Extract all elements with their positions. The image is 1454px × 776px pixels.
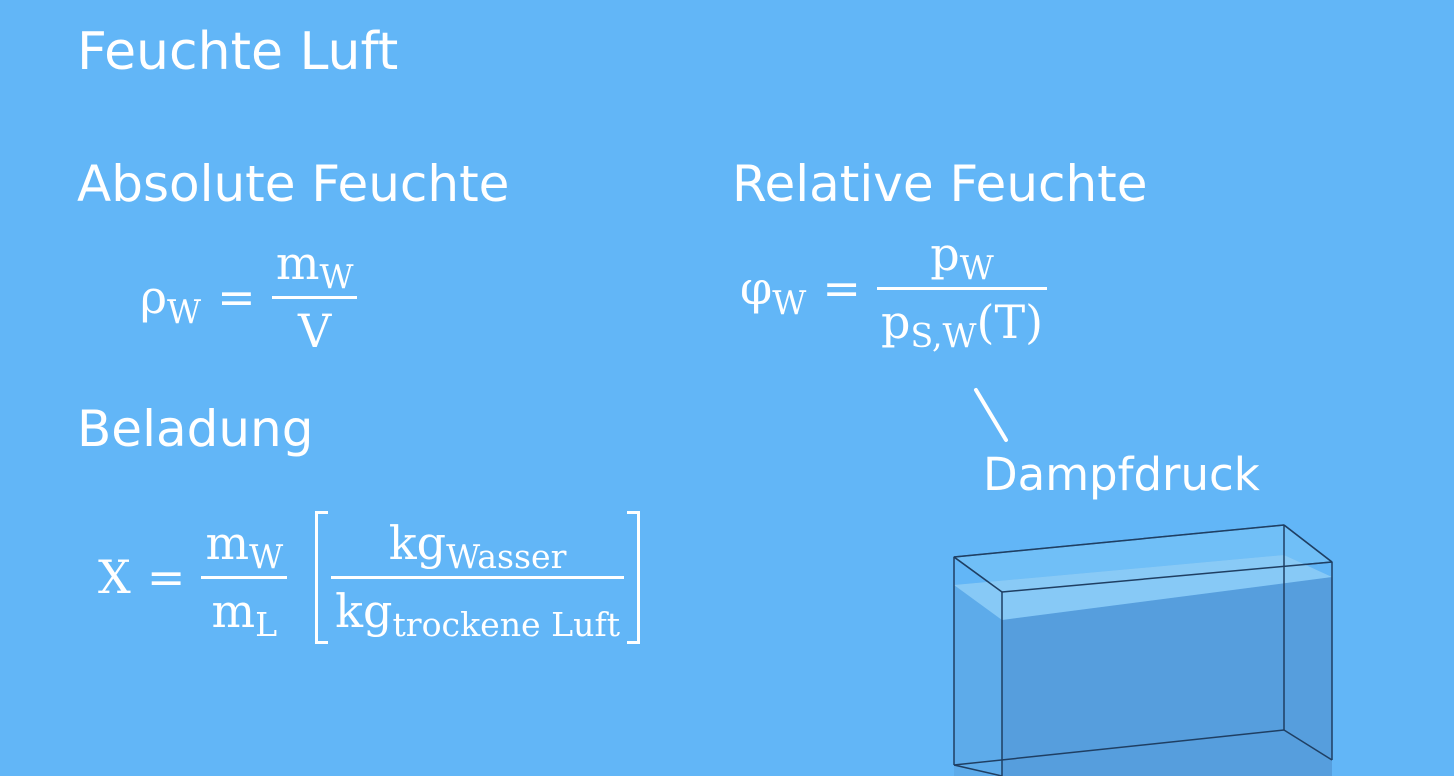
numerator: mW	[205, 516, 284, 577]
fraction: mW V	[271, 236, 358, 358]
relative-humidity-heading: Relative Feuchte	[732, 155, 1148, 213]
denominator: V	[298, 303, 332, 358]
vapor-pressure-annotation: Dampfdruck	[983, 448, 1260, 501]
unit-bracket: kgWasser kgtrockene Luft	[315, 511, 641, 645]
fraction: pW pS,W(T)	[876, 227, 1048, 356]
absolute-humidity-formula: ρW = mW V	[140, 236, 358, 358]
page-title: Feuchte Luft	[77, 22, 399, 82]
fraction-bar	[331, 575, 625, 579]
numerator: mW	[275, 236, 354, 297]
right-bracket	[627, 511, 641, 644]
left-bracket	[315, 511, 329, 644]
fraction-bar	[876, 286, 1048, 290]
unit-numerator: kgWasser	[388, 516, 567, 577]
denominator: mL	[211, 583, 278, 645]
numerator: pW	[930, 227, 994, 288]
equals-sign: =	[822, 261, 861, 316]
water-tank-illustration	[953, 524, 1333, 776]
fraction: mW mL	[201, 516, 288, 645]
phi-symbol: φW	[740, 261, 807, 322]
unit-denominator: kgtrockene Luft	[335, 583, 621, 645]
absolute-humidity-heading: Absolute Feuchte	[77, 155, 510, 213]
equals-sign: =	[146, 550, 186, 605]
denominator: pS,W(T)	[880, 294, 1044, 356]
rho-symbol: ρW	[140, 270, 202, 331]
unit-fraction: kgWasser kgtrockene Luft	[331, 516, 625, 645]
moisture-load-heading: Beladung	[77, 400, 314, 458]
x-symbol: X	[98, 550, 131, 605]
moisture-load-formula: X = mW mL kgWasser kgtrockene Luft	[98, 511, 641, 645]
equals-sign: =	[217, 270, 256, 325]
fraction-bar	[201, 575, 288, 579]
relative-humidity-formula: φW = pW pS,W(T)	[740, 227, 1048, 356]
fraction-bar	[271, 295, 358, 299]
